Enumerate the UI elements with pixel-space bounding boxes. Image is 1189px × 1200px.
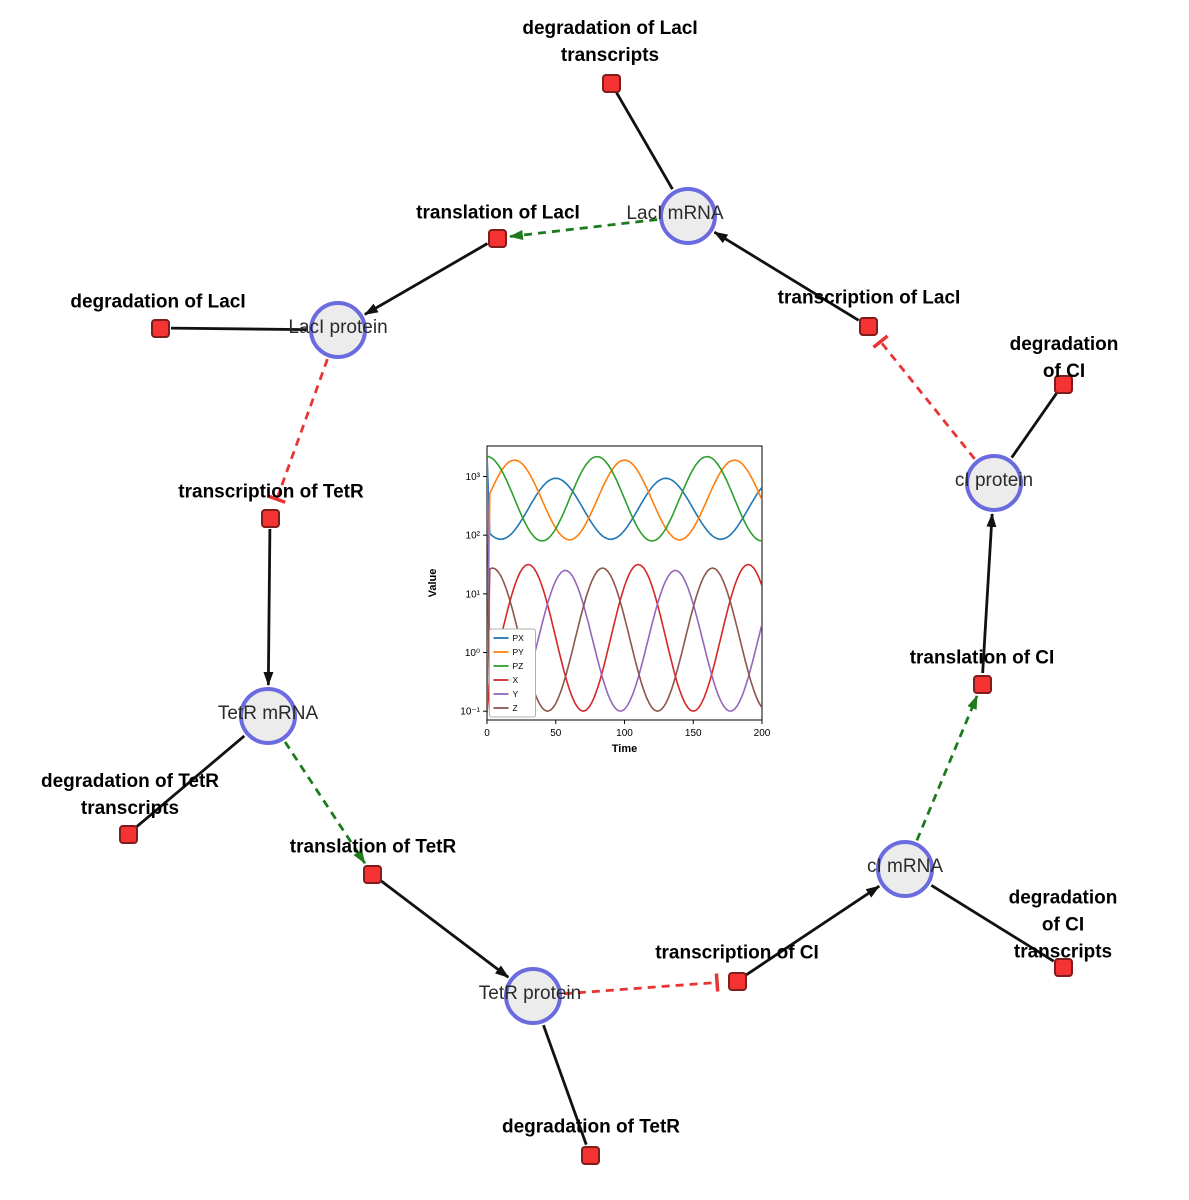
- reaction-node-translation-ci: [972, 674, 992, 694]
- edge-consumption-tetr-protein-deg-tetr: [542, 1024, 588, 1146]
- edge-modifier-ci-mrna-translation-ci: [915, 695, 979, 841]
- species-label-ci-mrna: cI mRNA: [867, 856, 943, 877]
- reaction-label-translation-laci: translation of LacI: [416, 202, 580, 224]
- edge-consumption-ci-mrna-deg-ci-transcripts: [930, 884, 1055, 963]
- edge-production-translation-ci-ci-protein: [981, 512, 997, 674]
- edge-inhibition-laci-protein-transcription-tetr: [267, 358, 329, 504]
- edge-consumption-ci-protein-deg-ci: [1010, 392, 1058, 459]
- x-tick-label: 50: [550, 728, 562, 739]
- edge-consumption-laci-mrna-deg-laci-transcripts: [615, 91, 674, 190]
- edge-production-transcription-laci-laci-mrna: [713, 230, 860, 322]
- legend-label-Y: Y: [513, 689, 519, 699]
- legend-label-Z: Z: [513, 703, 518, 713]
- edge-production-translation-laci-laci-protein: [363, 242, 489, 316]
- edge-consumption-tetr-mrna-deg-tetr-transcripts: [135, 734, 246, 828]
- reaction-label-deg-ci-transcripts: degradation of CI transcripts: [1008, 887, 1118, 963]
- edge-production-transcription-tetr-tetr-mrna: [263, 528, 274, 687]
- species-node-ci-protein: [965, 454, 1023, 512]
- edge-production-transcription-ci-ci-mrna: [745, 885, 881, 977]
- y-tick-label: 10²: [466, 531, 481, 542]
- reaction-label-deg-tetr: degradation of TetR: [501, 1116, 681, 1138]
- reaction-node-transcription-ci: [727, 971, 747, 991]
- reaction-node-deg-ci: [1053, 374, 1073, 394]
- legend-label-PY: PY: [513, 647, 525, 657]
- x-tick-label: 100: [616, 728, 633, 739]
- reaction-node-deg-tetr: [580, 1145, 600, 1165]
- y-tick-label: 10³: [466, 472, 481, 483]
- legend-label-PX: PX: [513, 633, 525, 643]
- reaction-label-deg-tetr-transcripts: degradation of TetR transcripts: [40, 771, 220, 819]
- species-node-laci-mrna: [659, 187, 717, 245]
- reaction-label-translation-tetr: translation of TetR: [289, 836, 457, 858]
- reaction-node-deg-ci-transcripts: [1053, 957, 1073, 977]
- reaction-node-translation-tetr: [362, 864, 382, 884]
- legend-label-PZ: PZ: [513, 661, 524, 671]
- legend-label-X: X: [513, 675, 519, 685]
- species-node-ci-mrna: [876, 840, 934, 898]
- reaction-label-deg-laci: degradation of LacI: [70, 291, 246, 313]
- reaction-label-transcription-ci: transcription of CI: [655, 942, 819, 964]
- series-line-PY: [487, 459, 762, 712]
- x-tick-label: 0: [484, 728, 490, 739]
- y-tick-label: 10⁰: [465, 648, 480, 659]
- edge-modifier-tetr-mrna-translation-tetr: [283, 741, 367, 864]
- species-label-tetr-protein: TetR protein: [478, 983, 582, 1004]
- reaction-label-transcription-tetr: transcription of TetR: [178, 481, 364, 503]
- species-node-tetr-mrna: [239, 687, 297, 745]
- reaction-label-transcription-laci: transcription of LacI: [777, 287, 961, 309]
- reaction-label-deg-laci-transcripts: degradation of LacI transcripts: [522, 18, 698, 66]
- series-line-PX: [487, 452, 762, 541]
- species-label-laci-protein: LacI protein: [288, 317, 388, 338]
- y-axis-label: Value: [427, 569, 439, 598]
- species-node-tetr-protein: [504, 967, 562, 1025]
- species-label-ci-protein: cI protein: [954, 470, 1034, 491]
- reaction-node-translation-laci: [487, 228, 507, 248]
- reaction-node-deg-laci-transcripts: [601, 73, 621, 93]
- edge-modifier-laci-mrna-translation-laci: [508, 218, 658, 240]
- x-axis-label: Time: [612, 743, 637, 755]
- x-tick-label: 150: [685, 728, 702, 739]
- edge-inhibition-ci-protein-transcription-laci: [872, 334, 976, 460]
- reaction-node-deg-tetr-transcripts: [118, 824, 138, 844]
- x-tick-label: 200: [754, 728, 771, 739]
- series-line-PZ: [487, 455, 762, 542]
- species-node-laci-protein: [309, 301, 367, 359]
- reaction-label-translation-ci: translation of CI: [909, 647, 1055, 669]
- edge-inhibition-tetr-protein-transcription-ci: [563, 973, 720, 996]
- edge-consumption-laci-protein-deg-laci: [170, 326, 308, 332]
- edge-production-translation-tetr-tetr-protein: [379, 879, 510, 979]
- series-line-X: [487, 563, 762, 715]
- reaction-node-transcription-laci: [858, 316, 878, 336]
- reaction-node-deg-laci: [150, 318, 170, 338]
- legend: PX PY PZ XYZ: [489, 628, 536, 718]
- y-tick-label: 10⁻¹: [460, 707, 480, 718]
- species-label-tetr-mrna: TetR mRNA: [217, 703, 319, 724]
- y-tick-label: 10¹: [466, 589, 481, 600]
- reaction-node-transcription-tetr: [260, 508, 280, 528]
- species-label-laci-mrna: LacI mRNA: [626, 203, 724, 224]
- reaction-label-deg-ci: degradation of CI: [1009, 334, 1119, 382]
